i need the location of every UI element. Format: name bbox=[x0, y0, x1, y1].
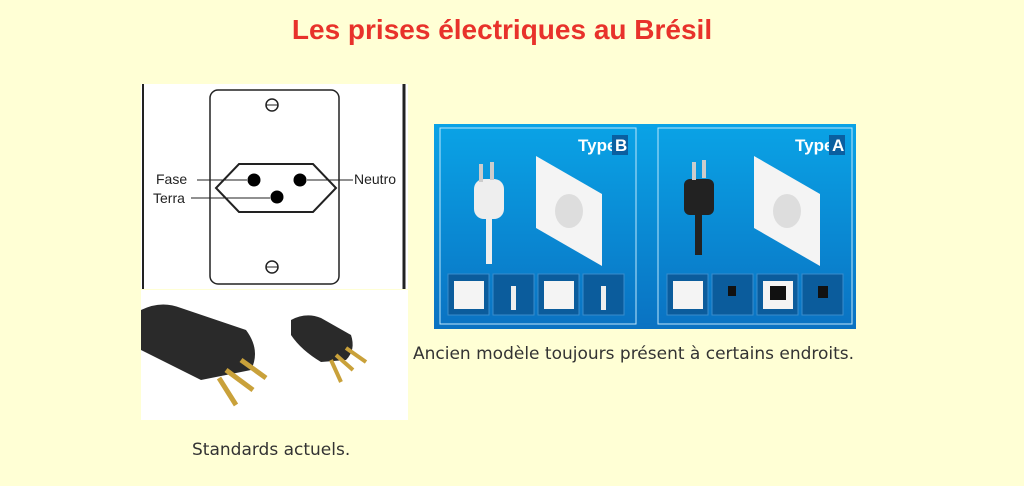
plug-photo bbox=[141, 290, 408, 420]
type-a-word: Type bbox=[795, 136, 833, 155]
type-b-word: Type bbox=[578, 136, 616, 155]
label-neutro: Neutro bbox=[354, 171, 396, 187]
type-b-socket-icon bbox=[536, 156, 602, 266]
type-a-socket-icon bbox=[754, 156, 820, 266]
caption-current-standards: Standards actuels. bbox=[192, 440, 351, 460]
type-a-letter: A bbox=[832, 136, 844, 155]
label-fase: Fase bbox=[156, 171, 187, 187]
label-terra: Terra bbox=[153, 190, 185, 206]
socket-diagram: Fase Terra Neutro bbox=[141, 84, 408, 289]
caption-old-model: Ancien modèle toujours présent à certain… bbox=[413, 344, 855, 364]
page-title: Les prises électriques au Brésil bbox=[291, 14, 713, 45]
type-b-letter: B bbox=[615, 136, 627, 155]
plug-types-panel: Type B Type A bbox=[434, 124, 856, 329]
type-b-plug-icon bbox=[474, 162, 504, 264]
type-a-plug-icon bbox=[684, 160, 714, 255]
